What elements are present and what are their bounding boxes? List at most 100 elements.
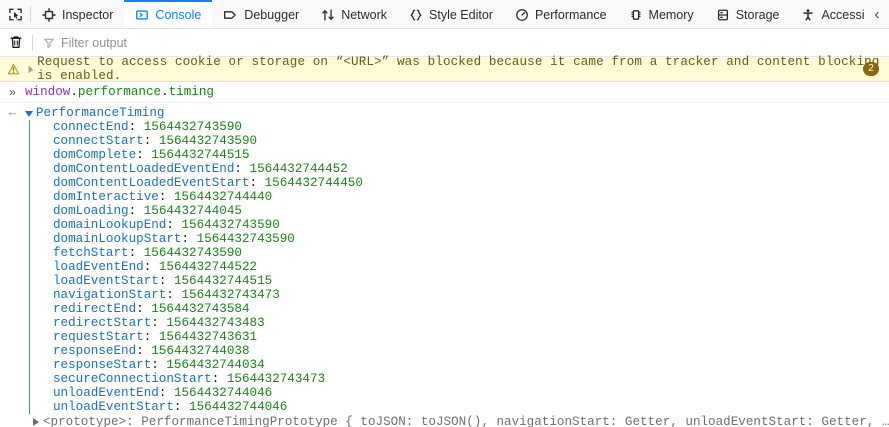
console-output: Request to access cookie or storage on “…	[0, 55, 889, 427]
property-value: 1564432744045	[143, 204, 242, 218]
property-row[interactable]: domComplete: 1564432744515	[30, 148, 889, 162]
property-key: fetchStart	[53, 246, 129, 260]
devtools-tab-list: Inspector Console Debugger	[31, 0, 865, 28]
property-row[interactable]: unloadEventStart: 1564432744046	[30, 400, 889, 414]
pick-element-button[interactable]	[0, 0, 30, 28]
property-separator: :	[166, 218, 182, 232]
tab-network-label: Network	[341, 8, 388, 22]
property-row[interactable]: domContentLoadedEventStart: 156443274445…	[30, 176, 889, 190]
clear-console-button[interactable]	[0, 35, 32, 50]
network-icon	[321, 8, 335, 22]
tab-network[interactable]: Network	[310, 0, 398, 28]
property-separator: :	[158, 386, 174, 400]
property-row[interactable]: redirectEnd: 1564432743584	[30, 302, 889, 316]
result-object-header[interactable]: PerformanceTiming	[25, 106, 889, 120]
token-performance: performance	[77, 85, 162, 99]
toolbar-overflow-button[interactable]: ‹	[865, 0, 889, 28]
token-dot-1: .	[70, 85, 78, 99]
property-row[interactable]: requestStart: 1564432743631	[30, 330, 889, 344]
property-value: 1564432743473	[181, 288, 280, 302]
property-row[interactable]: domInteractive: 1564432744440	[30, 190, 889, 204]
property-row[interactable]: connectEnd: 1564432743590	[30, 120, 889, 134]
property-value: 1564432743590	[196, 232, 295, 246]
double-chevron-right-icon: »	[8, 86, 17, 100]
prototype-row[interactable]: <prototype>: PerformanceTimingPrototype …	[25, 414, 889, 427]
chevron-left-icon: ‹	[874, 5, 880, 23]
property-row[interactable]: redirectStart: 1564432743483	[30, 316, 889, 330]
chevron-right-icon	[33, 417, 39, 426]
property-separator: :	[249, 176, 265, 190]
property-row[interactable]: fetchStart: 1564432743590	[30, 246, 889, 260]
property-key: secureConnectionStart	[53, 372, 212, 386]
property-value: 1564432743473	[226, 372, 326, 386]
tab-debugger[interactable]: Debugger	[212, 0, 310, 28]
property-row[interactable]: responseStart: 1564432744034	[30, 358, 889, 372]
result-object: PerformanceTiming connectEnd: 1564432743…	[25, 106, 889, 427]
tab-accessibility-label: Accessibility	[821, 8, 865, 22]
token-timing: timing	[168, 85, 214, 99]
result-object-name: PerformanceTiming	[36, 106, 165, 120]
filter-output-input[interactable]: Filter output	[33, 36, 889, 50]
tab-accessibility[interactable]: Accessibility	[790, 0, 865, 28]
tab-style-editor[interactable]: Style Editor	[398, 0, 504, 28]
property-key: responseEnd	[53, 344, 137, 358]
property-separator: :	[173, 400, 190, 414]
property-value: 1564432744522	[158, 260, 258, 274]
property-key: loadEventStart	[53, 274, 159, 288]
property-value: 1564432744450	[264, 176, 363, 190]
property-row[interactable]: connectStart: 1564432743590	[30, 134, 889, 148]
property-row[interactable]: responseEnd: 1564432744038	[30, 344, 889, 358]
property-separator: :	[151, 358, 167, 372]
filterbar-divider	[32, 34, 33, 51]
property-separator: :	[211, 372, 227, 386]
property-key: domainLookupStart	[53, 232, 182, 246]
property-row[interactable]: domContentLoadedEventEnd: 1564432744452	[30, 162, 889, 176]
token-dot-2: .	[161, 85, 169, 99]
property-row[interactable]: navigationStart: 1564432743473	[30, 288, 889, 302]
property-key: navigationStart	[53, 288, 167, 302]
property-value: 1564432743590	[181, 218, 280, 232]
style-editor-icon	[409, 8, 423, 22]
property-key: domContentLoadedEventStart	[53, 176, 250, 190]
property-key: connectEnd	[53, 120, 129, 134]
property-separator: :	[234, 162, 250, 176]
warning-expand-twisty[interactable]	[24, 65, 37, 74]
property-separator: :	[158, 190, 174, 204]
property-row[interactable]: loadEventEnd: 1564432744522	[30, 260, 889, 274]
property-row[interactable]: loadEventStart: 1564432744515	[30, 274, 889, 288]
warning-repeat-badge[interactable]: 2	[863, 62, 879, 76]
property-value: 1564432744515	[151, 148, 250, 162]
tab-storage[interactable]: Storage	[705, 0, 791, 28]
debugger-icon	[223, 8, 238, 22]
console-warning-message[interactable]: Request to access cookie or storage on “…	[0, 55, 889, 83]
console-result-row: ← PerformanceTiming connectEnd: 15644327…	[0, 103, 889, 427]
property-separator: :	[166, 288, 182, 302]
prototype-expand-twisty[interactable]	[29, 417, 43, 426]
property-key: loadEventEnd	[53, 260, 144, 274]
toolbar-divider	[30, 6, 31, 22]
property-key: redirectEnd	[53, 302, 137, 316]
property-row[interactable]: domainLookupStart: 1564432743590	[30, 232, 889, 246]
tab-performance-label: Performance	[534, 8, 607, 22]
tab-memory[interactable]: Memory	[618, 0, 705, 28]
property-row[interactable]: domainLookupEnd: 1564432743590	[30, 218, 889, 232]
property-separator: :	[181, 232, 197, 246]
tab-memory-label: Memory	[648, 8, 694, 22]
property-row[interactable]: secureConnectionStart: 1564432743473	[30, 372, 889, 386]
console-filter-bar: Filter output	[0, 29, 889, 57]
accessibility-icon	[801, 8, 815, 22]
expand-twisty-open-icon[interactable]	[25, 110, 33, 117]
filter-output-placeholder: Filter output	[61, 35, 128, 50]
property-separator: :	[128, 246, 144, 260]
property-value: 1564432744515	[173, 274, 273, 288]
tab-console[interactable]: Console	[124, 0, 213, 28]
console-input-echo[interactable]: » window.performance.timing	[0, 82, 889, 103]
property-value: 1564432744452	[249, 162, 348, 176]
property-row[interactable]: domLoading: 1564432744045	[30, 204, 889, 218]
property-row[interactable]: unloadEventEnd: 1564432744046	[30, 386, 889, 400]
tab-inspector[interactable]: Inspector	[31, 0, 124, 28]
property-key: connectStart	[53, 134, 144, 148]
console-icon	[135, 8, 149, 22]
property-separator: :	[136, 302, 152, 316]
tab-performance[interactable]: Performance	[504, 0, 618, 28]
